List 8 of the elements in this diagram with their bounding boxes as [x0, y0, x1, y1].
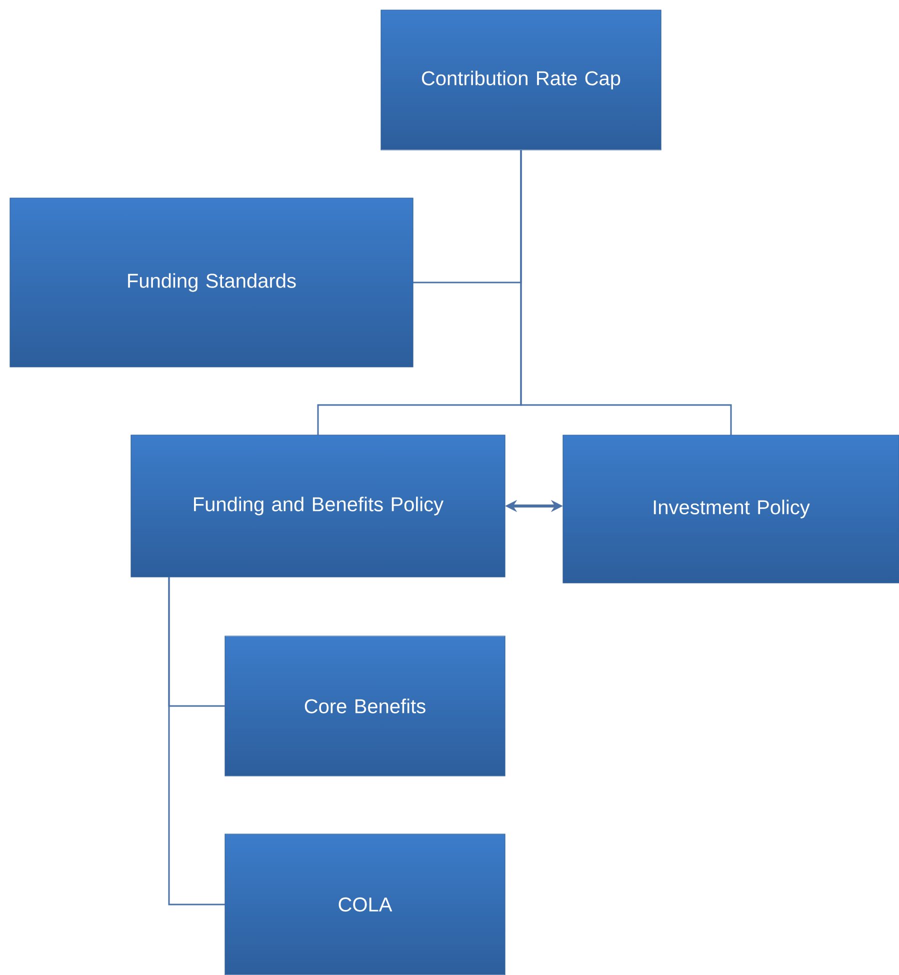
process-box: Funding Standards: [10, 198, 414, 368]
process-box: COLA: [224, 834, 506, 975]
process-box: Core Benefits: [224, 636, 506, 776]
process-box: Investment Policy: [562, 434, 899, 584]
process-box: Contribution Rate Cap: [380, 10, 662, 150]
process-box: Funding and Benefits Policy: [130, 434, 506, 578]
connector: [168, 577, 225, 906]
connector: [520, 150, 732, 435]
